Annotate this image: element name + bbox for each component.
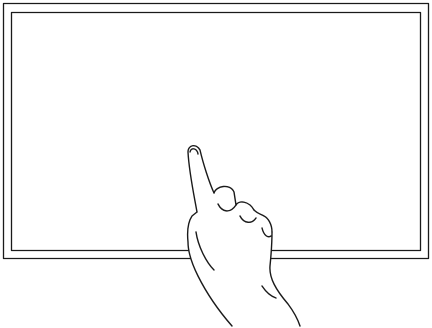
pointing-hand-touch-icon <box>188 146 300 326</box>
